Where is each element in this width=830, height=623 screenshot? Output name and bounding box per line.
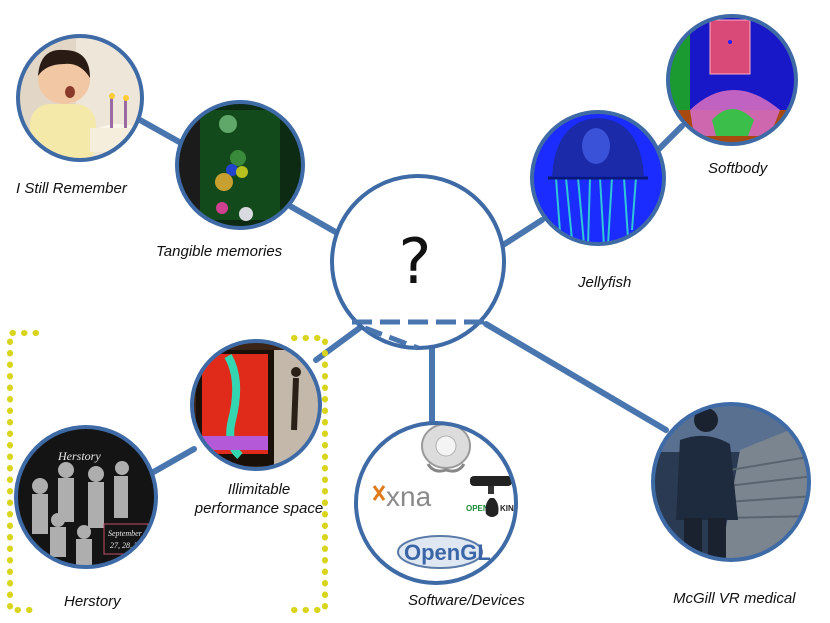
kinect-text: KINECT — [500, 504, 530, 513]
label-i-still-remember: I Still Remember — [16, 180, 127, 197]
node-jellyfish[interactable] — [530, 110, 670, 250]
label-herstory: Herstory — [64, 593, 121, 610]
label-illimitable-line2: performance space — [194, 500, 324, 517]
label-jellyfish: Jellyfish — [578, 274, 632, 291]
center-question-mark: ? — [398, 225, 432, 298]
dotted-frame — [7, 330, 328, 613]
label-mcgill-vr: McGill VR medical — [673, 590, 796, 607]
node-software-devices[interactable]: xna OPEN KINECT OpenGL — [354, 421, 530, 585]
label-illimitable-line1: Illimitable — [227, 481, 291, 498]
label-softbody: Softbody — [708, 160, 768, 177]
kinect-open-text: OPEN — [466, 504, 489, 513]
connector-softbody — [655, 123, 685, 153]
xna-logo-icon: xna — [372, 481, 432, 512]
herstory-date-days: 27, 28, 30 — [110, 541, 142, 550]
center-node[interactable] — [330, 174, 506, 351]
headset-device-icon — [421, 423, 471, 473]
node-mcgill-vr[interactable] — [650, 402, 814, 566]
opengl-logo-icon: OpenGL — [397, 535, 491, 569]
xna-logo-text: xna — [386, 481, 432, 512]
kinect-icon: OPEN KINECT — [466, 476, 530, 517]
node-illimitable[interactable] — [190, 339, 324, 474]
opengl-logo-text: OpenGL — [404, 540, 491, 565]
label-software-devices: Software/Devices — [408, 592, 525, 609]
herstory-image-title: Herstory — [57, 449, 101, 463]
label-tangible-memories: Tangible memories — [156, 243, 283, 260]
node-i-still-remember[interactable] — [16, 34, 146, 164]
node-herstory[interactable]: Herstory September 27, 28, 30 — [14, 425, 160, 572]
node-softbody[interactable] — [666, 14, 800, 150]
center-dashes — [352, 319, 490, 351]
connector-herstory — [147, 446, 197, 477]
node-tangible-memories[interactable] — [170, 100, 310, 230]
herstory-date-month: September — [108, 529, 143, 538]
connector-mcgill — [483, 321, 669, 433]
